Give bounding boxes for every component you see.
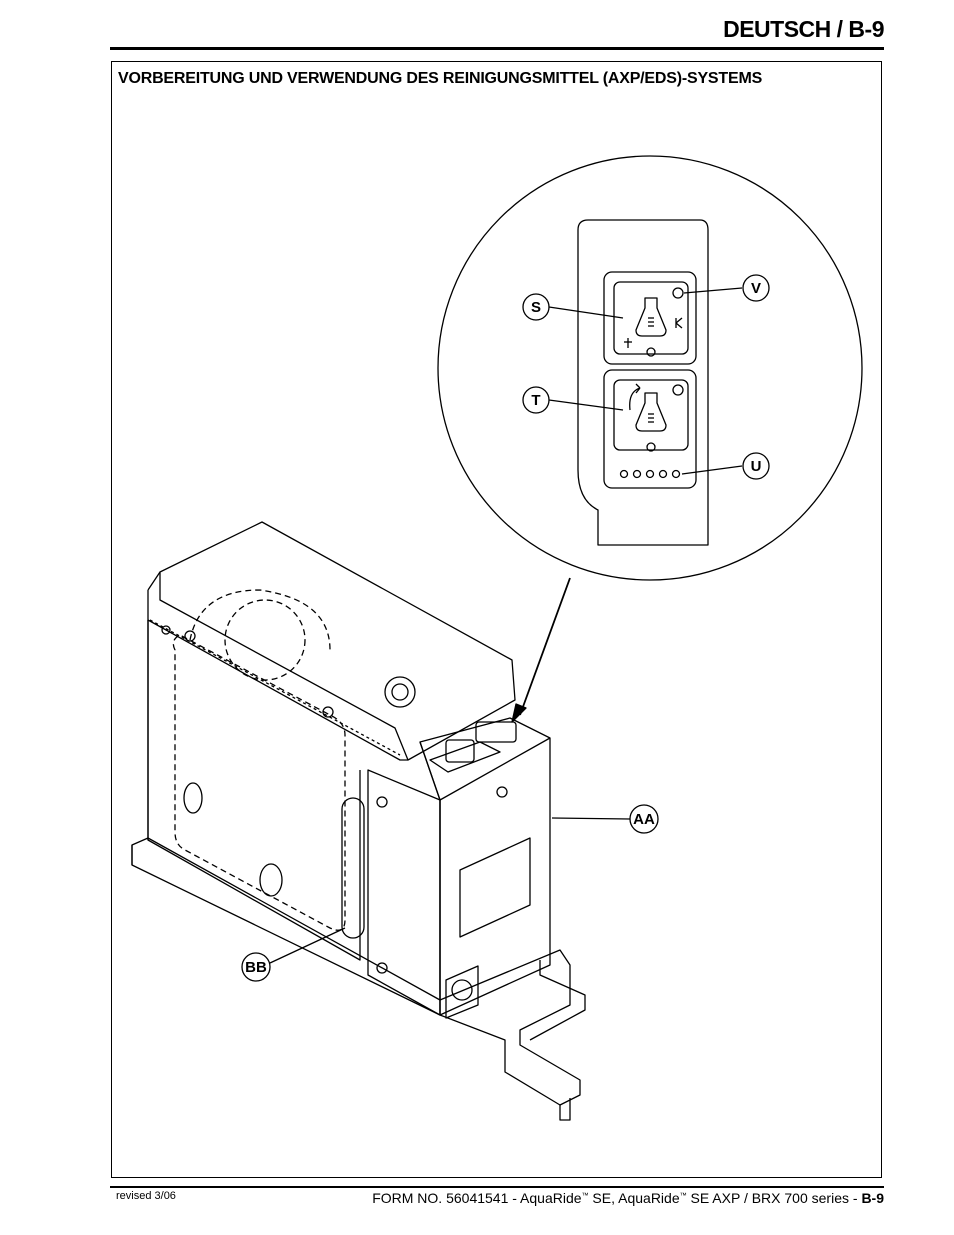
header-rule — [110, 47, 884, 50]
page-header-title: DEUTSCH / B-9 — [723, 16, 884, 42]
callout-v-circle — [742, 274, 770, 302]
inner-tank-dashed — [172, 634, 346, 931]
control-panel-on-unit — [429, 741, 501, 773]
callout-aa-label: AA — [633, 811, 655, 828]
callout-s-label: S — [531, 299, 541, 316]
callout-aa-circle — [629, 804, 659, 834]
control-panel-plate — [577, 219, 709, 546]
figure-frame — [111, 61, 882, 1178]
page-number: B-9 — [861, 1190, 884, 1206]
sight-window-bb — [341, 797, 365, 939]
base-frame — [131, 837, 581, 1106]
cap — [384, 676, 416, 708]
footer-rule — [110, 1186, 884, 1188]
callout-v-label: V — [751, 280, 761, 297]
callout-t-circle — [522, 386, 550, 414]
detail-magnifier-circle — [437, 155, 863, 581]
pump-label-panel — [459, 837, 531, 938]
revised-date: revised 3/06 — [116, 1190, 176, 1202]
tank-hole-2 — [259, 863, 283, 897]
section-title: VORBEREITUNG UND VERWENDUNG DES REINIGUN… — [118, 70, 763, 87]
tank-lid — [159, 521, 516, 761]
callout-t-label: T — [531, 392, 540, 409]
callout-u-circle — [742, 452, 770, 480]
form-number: FORM NO. 56041541 - AquaRide™ SE, AquaRi… — [372, 1190, 884, 1206]
indicator-led-lower — [672, 384, 684, 396]
indicator-led-upper — [672, 287, 684, 299]
callout-bb-label: BB — [245, 959, 267, 976]
upper-button-frame — [603, 271, 697, 365]
lower-button-frame — [603, 369, 697, 489]
callout-s-circle — [522, 293, 550, 321]
tank-hole-1 — [183, 782, 203, 814]
bottle-icon-upper — [635, 297, 667, 337]
bottle-icon-lower — [635, 392, 667, 432]
callout-u-label: U — [751, 458, 762, 475]
callout-bb-circle — [241, 952, 271, 982]
tank-body — [147, 620, 361, 961]
